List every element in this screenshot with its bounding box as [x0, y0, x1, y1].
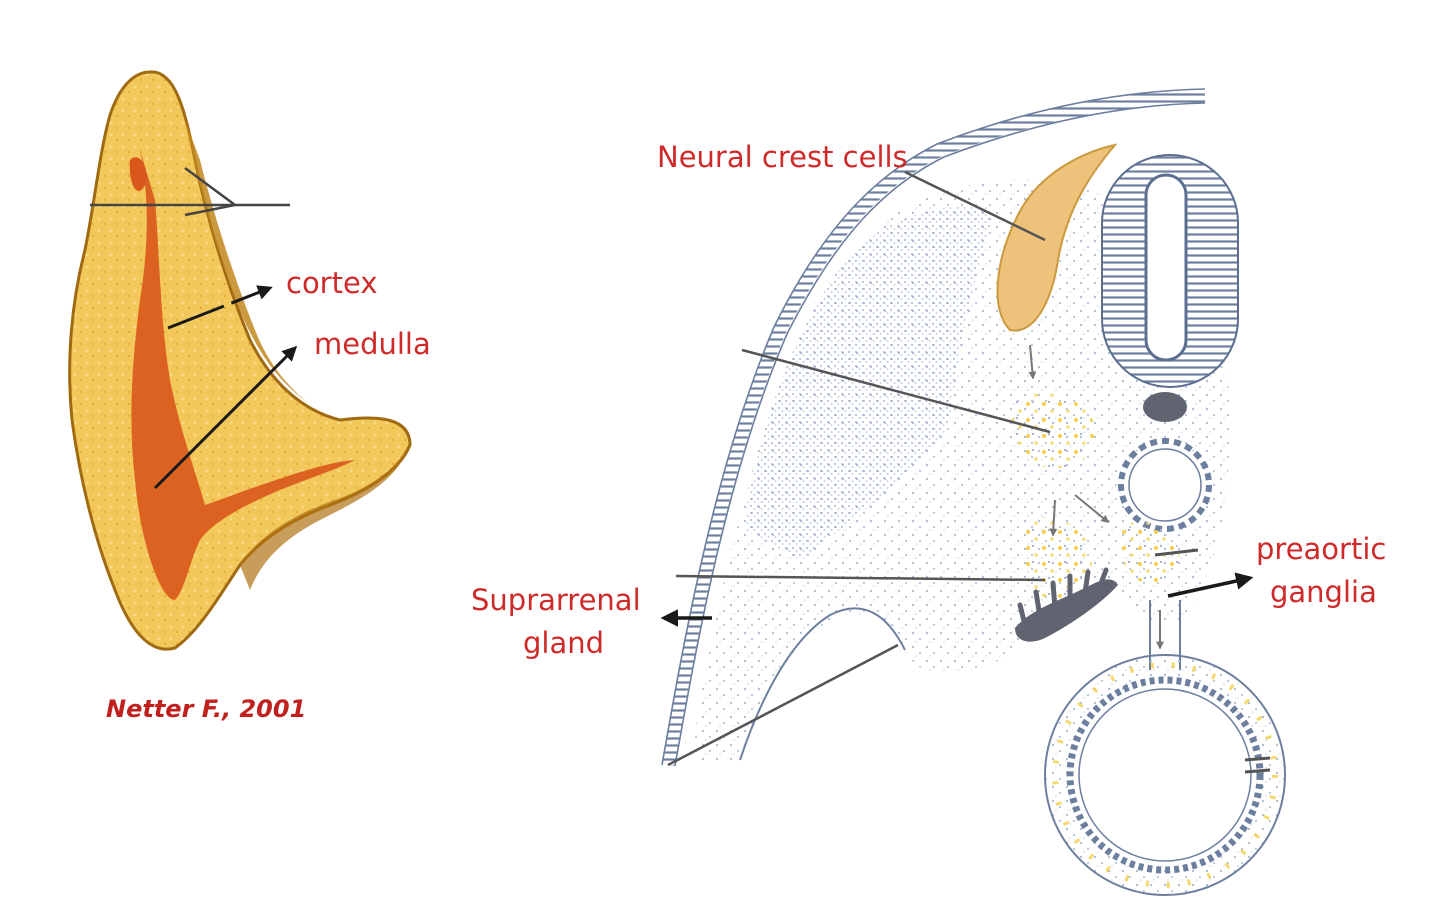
- ectoderm-outline-outer: [661, 88, 1206, 766]
- label-preaortic: preaortic: [1256, 532, 1386, 566]
- limb-leader: [667, 643, 899, 767]
- migration-arrows: [1028, 344, 1164, 650]
- mesenchyme-leader: [741, 348, 1051, 434]
- medulla-streak: [129, 157, 147, 191]
- neural-tube: [1101, 154, 1239, 388]
- ectoderm-outline-inner: [674, 102, 1206, 767]
- gland-shadow-lobe: [240, 445, 408, 590]
- migrating-cells-right: [1119, 521, 1180, 585]
- body-wall-fold: [739, 607, 906, 761]
- label-medulla: medulla: [314, 327, 431, 361]
- label-ganglia: ganglia: [1270, 575, 1377, 609]
- migrating-cells-lower: [1021, 517, 1092, 599]
- embryo-cross-section: [661, 88, 1286, 896]
- suprarrenal-primordium: [1015, 579, 1118, 642]
- adrenal-gland-illustration: [68, 70, 412, 651]
- cortex-bracket: [184, 166, 239, 217]
- neural-crest-shape: [996, 143, 1118, 332]
- label-gland: gland: [523, 626, 604, 660]
- notochord: [1143, 392, 1187, 422]
- neural-crest-leader: [904, 170, 1046, 242]
- primordium-teeth: [1017, 567, 1109, 628]
- gut-tube: [1044, 654, 1286, 896]
- label-neural-crest-cells: Neural crest cells: [657, 140, 908, 174]
- label-cortex: cortex: [286, 266, 377, 300]
- suprarrenal-leader: [675, 574, 1046, 582]
- citation: Netter F., 2001: [106, 695, 306, 723]
- ectoderm-layer: [661, 89, 1206, 767]
- gut-yellow-cells: [1052, 662, 1278, 888]
- dorsal-aorta: [1118, 438, 1212, 532]
- medulla-region: [131, 150, 355, 600]
- ganglion-ticks: [1154, 548, 1271, 774]
- medulla-arrow: [153, 345, 298, 490]
- migrating-cells-upper: [1012, 393, 1096, 469]
- preaortic-arrow: [1167, 572, 1254, 598]
- label-suprarrenal: Suprarrenal: [471, 583, 641, 617]
- cortex-arrow: [167, 285, 273, 330]
